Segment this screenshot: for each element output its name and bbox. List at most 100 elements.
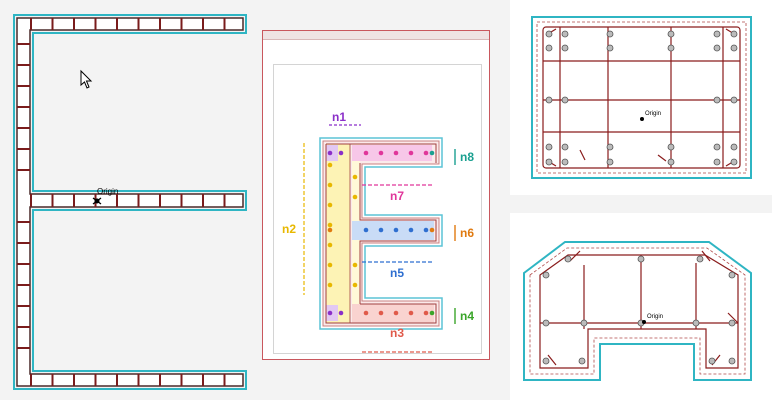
rebar-dot bbox=[713, 30, 721, 38]
rebar-dot bbox=[561, 30, 569, 38]
rebar-dot bbox=[713, 96, 721, 104]
rebar-dot bbox=[352, 174, 358, 180]
rebar-dot bbox=[352, 262, 358, 268]
rebar-dot bbox=[542, 271, 550, 279]
rebar-dot bbox=[713, 44, 721, 52]
rebar-dot bbox=[545, 30, 553, 38]
rebar-dot bbox=[730, 44, 738, 52]
rebar-dot bbox=[429, 227, 435, 233]
rebar-dot bbox=[327, 262, 333, 268]
e-section-drawing: Origin bbox=[13, 14, 247, 390]
rebar-dot bbox=[561, 44, 569, 52]
rebar-dots bbox=[545, 30, 738, 166]
rebar-dot bbox=[692, 319, 700, 327]
rebar-dot bbox=[393, 227, 399, 233]
rebar-dot bbox=[545, 96, 553, 104]
rebar-dot bbox=[545, 143, 553, 151]
stirrup-ticks bbox=[17, 18, 226, 386]
rebar-dot bbox=[730, 143, 738, 151]
rebar-dot bbox=[423, 227, 429, 233]
origin-marker bbox=[640, 117, 644, 121]
rebar-dot bbox=[327, 182, 333, 188]
origin-label: Origin bbox=[645, 111, 661, 117]
rebar-dot bbox=[542, 319, 550, 327]
rebar-dot bbox=[667, 44, 675, 52]
rebar-dot bbox=[542, 357, 550, 365]
rebar-dot bbox=[327, 227, 333, 233]
dialog-titlebar bbox=[263, 31, 489, 40]
rebar-dot bbox=[378, 150, 384, 156]
label-n6: n6 bbox=[460, 226, 474, 240]
label-n7: n7 bbox=[390, 189, 404, 203]
label-n4: n4 bbox=[460, 309, 474, 323]
rebar-dot bbox=[363, 150, 369, 156]
rebar-dot bbox=[408, 310, 414, 316]
rebar-dot bbox=[338, 310, 344, 316]
rebar-dot bbox=[580, 319, 588, 327]
rebar-dot bbox=[667, 158, 675, 166]
origin-marker bbox=[92, 197, 102, 205]
rebar-dot bbox=[730, 96, 738, 104]
rebar-dot bbox=[545, 44, 553, 52]
rebar-dots bbox=[327, 150, 435, 316]
rebar-dot bbox=[730, 158, 738, 166]
rebar-dot bbox=[728, 319, 736, 327]
origin-marker bbox=[642, 320, 646, 324]
rebar-dot bbox=[327, 222, 333, 228]
origin-label: Origin bbox=[647, 314, 663, 320]
rebar-dot bbox=[713, 143, 721, 151]
rebar-dot bbox=[730, 30, 738, 38]
rebar-dot bbox=[728, 271, 736, 279]
mouse-cursor-icon bbox=[80, 69, 93, 89]
rebar-dot bbox=[327, 242, 333, 248]
rebar-dot bbox=[561, 96, 569, 104]
rebar-dot bbox=[363, 310, 369, 316]
rebar-dot bbox=[637, 255, 645, 263]
rebar-dot bbox=[423, 310, 429, 316]
section-canvas[interactable]: Origin bbox=[0, 0, 262, 400]
help-dialog: n1 n2 n3 n4 n5 n6 n7 n8 bbox=[262, 30, 490, 360]
e-section-help-diagram: n1 n2 n3 n4 n5 n6 n7 n8 bbox=[282, 110, 474, 353]
help-figure: n1 n2 n3 n4 n5 n6 n7 n8 bbox=[273, 64, 482, 354]
rebar-dot bbox=[606, 44, 614, 52]
rebar-dot bbox=[423, 150, 429, 156]
rebar-dot bbox=[606, 30, 614, 38]
rebar-dot bbox=[408, 227, 414, 233]
rebar-dot bbox=[429, 310, 435, 316]
polygon-section-preview[interactable]: Origin bbox=[510, 213, 772, 400]
section-inner-band bbox=[16, 17, 244, 387]
rectangular-section-preview[interactable]: Origin bbox=[510, 0, 772, 195]
label-n5: n5 bbox=[390, 266, 404, 280]
rebar-dot bbox=[606, 158, 614, 166]
rebar-dot bbox=[545, 158, 553, 166]
label-n1: n1 bbox=[332, 110, 346, 124]
label-n2: n2 bbox=[282, 222, 296, 236]
rebar-dots bbox=[542, 255, 736, 365]
rebar-dot bbox=[378, 310, 384, 316]
rebar-dot bbox=[606, 143, 614, 151]
rebar-dot bbox=[352, 282, 358, 288]
rebar-dot bbox=[561, 158, 569, 166]
rebar-dot bbox=[561, 143, 569, 151]
polygon-section-drawing: Origin bbox=[523, 241, 752, 381]
rebar-dot bbox=[429, 150, 435, 156]
rebar-dot bbox=[667, 143, 675, 151]
rebar-dot bbox=[363, 227, 369, 233]
rebar-dot bbox=[713, 158, 721, 166]
rebar-dot bbox=[327, 310, 333, 316]
rebar-dot bbox=[408, 150, 414, 156]
rect-section-drawing: Origin bbox=[531, 16, 752, 179]
section-outline bbox=[13, 14, 247, 390]
rebar-dot bbox=[564, 255, 572, 263]
label-n8: n8 bbox=[460, 150, 474, 164]
rebar-dot bbox=[393, 310, 399, 316]
rebar-dot bbox=[667, 30, 675, 38]
rebar-dot bbox=[378, 227, 384, 233]
rebar-dot bbox=[708, 357, 716, 365]
rebar-dot bbox=[728, 357, 736, 365]
rebar-dot bbox=[327, 162, 333, 168]
rebar-dot bbox=[578, 357, 586, 365]
label-n3: n3 bbox=[390, 326, 404, 340]
origin-label: Origin bbox=[97, 187, 118, 196]
rebar-dot bbox=[352, 194, 358, 200]
